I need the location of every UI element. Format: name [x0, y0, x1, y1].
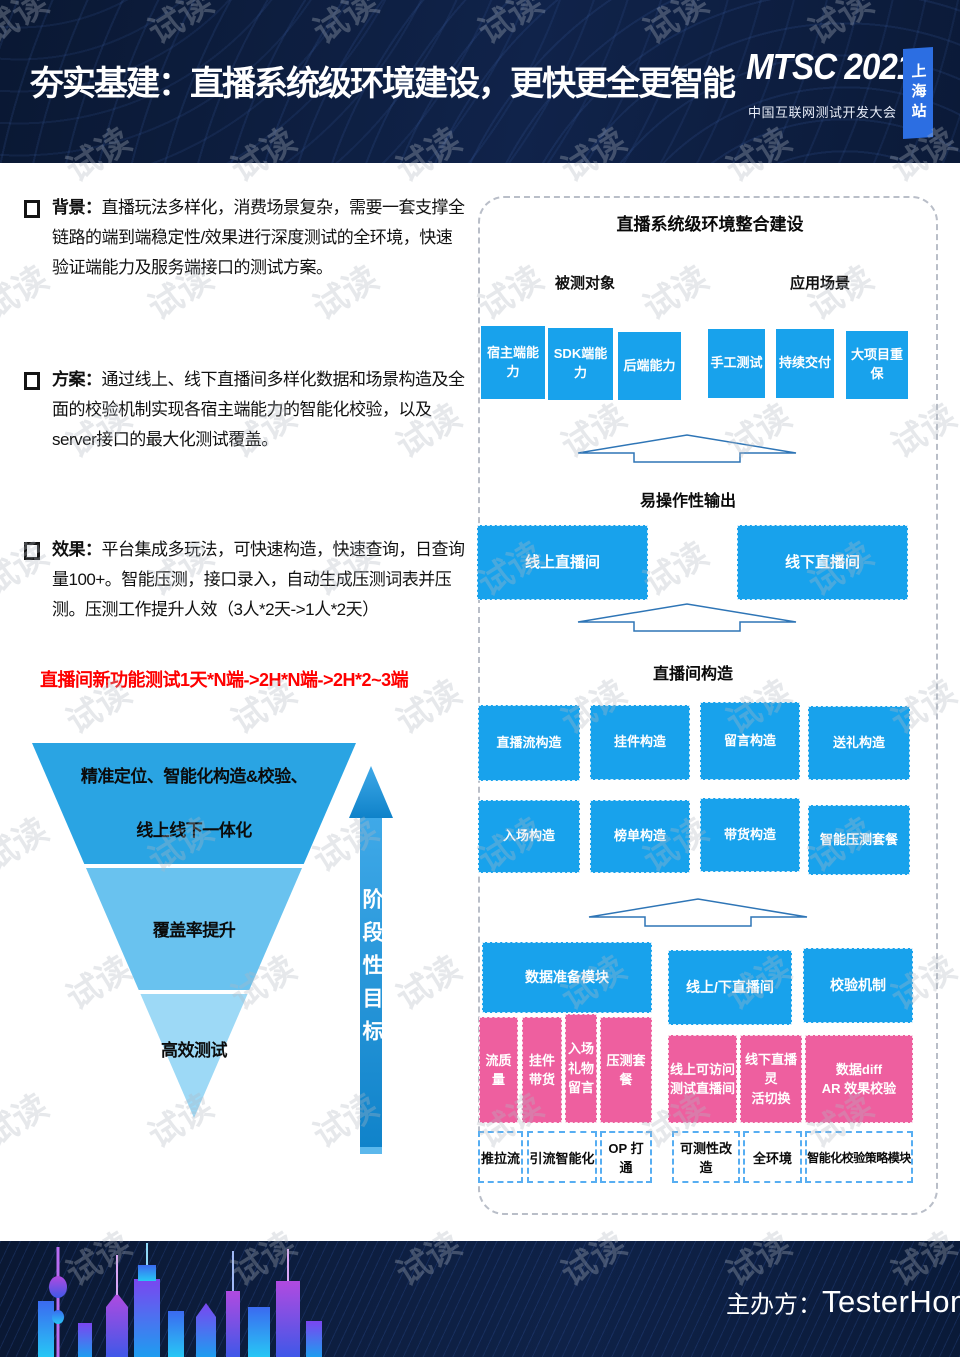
box-gift-construct: 送礼构造	[808, 706, 910, 780]
box-sdk-capability: SDK端能力	[548, 328, 613, 400]
bullet-background-text: 背景：直播玩法多样化，消费场景复杂，需要一套支撑全链路的端到端稳定性/效果进行深…	[52, 198, 465, 277]
box-stream-construct: 直播流构造	[478, 705, 580, 781]
white-traffic-intelligence: 引流智能化	[527, 1131, 597, 1183]
mtsc-logo: MTSC 2021	[746, 46, 915, 87]
box-online-room: 线上直播间	[477, 525, 648, 600]
page-title: 夯实基建：直播系统级环境建设，更快更全更智能	[30, 65, 736, 103]
bullet-effect: 效果：平台集成多玩法，可快速构造，快速查询，日查询量100+。智能压测，接口录入…	[24, 535, 468, 625]
funnel-level-2-label: 覆盖率提升	[152, 921, 236, 940]
square-bullet-icon	[24, 542, 40, 560]
box-message-construct: 留言构造	[700, 702, 800, 780]
mtsc-logo-subtitle: 中国互联网测试开发大会	[748, 105, 897, 120]
flow-up-arrow-icon	[588, 898, 808, 927]
square-bullet-icon	[24, 200, 40, 218]
pink-offline-flexible-switch: 线下直播灵 活切换	[740, 1035, 802, 1123]
shanghai-badge-label: 上海站	[909, 62, 927, 124]
header-verification: 校验机制	[803, 948, 913, 1023]
group-label-tested: 被测对象	[554, 275, 615, 292]
white-testability: 可测性改造	[672, 1131, 740, 1183]
highlight-note: 直播间新功能测试1天*N端->2H*N端->2H*2~3端	[40, 670, 409, 690]
box-continuous-delivery: 持续交付	[776, 329, 834, 398]
box-offline-room: 线下直播间	[737, 525, 908, 600]
box-ecommerce-construct: 带货构造	[700, 798, 800, 872]
bullet-background: 背景：直播玩法多样化，消费场景复杂，需要一套支撑全链路的端到端稳定性/效果进行深…	[24, 193, 468, 283]
flow-up-arrow-icon	[577, 603, 797, 632]
box-ranking-construct: 榜单构造	[590, 800, 690, 873]
panel-title: 直播系统级环境整合建设	[616, 215, 804, 234]
box-backend-capability: 后端能力	[618, 332, 681, 400]
pink-stream-quality: 流质 量	[479, 1017, 518, 1123]
box-entry-construct: 入场构造	[478, 800, 580, 873]
header-data-prep: 数据准备模块	[482, 942, 652, 1013]
output-label: 易操作性输出	[639, 493, 736, 510]
host-credit: 主办方：TesterHome	[726, 1284, 960, 1320]
shanghai-badge: 上海站	[903, 46, 933, 140]
pink-widget-ecommerce: 挂件 带货	[522, 1017, 562, 1123]
city-skyline-icon	[38, 1243, 322, 1357]
header-rooms: 线上/下直播间	[668, 950, 792, 1025]
bullet-plan: 方案：通过线上、线下直播间多样化数据和场景构造及全面的校验机制实现各宿主端能力的…	[24, 365, 468, 455]
box-widget-construct: 挂件构造	[590, 705, 690, 780]
white-smart-verification-module: 智能化校验策略模块	[805, 1131, 913, 1183]
header-band: 夯实基建：直播系统级环境建设，更快更全更智能 MTSC 2021 中国互联网测试…	[0, 0, 960, 163]
funnel-level-3-label: 高效测试	[161, 1041, 228, 1060]
pink-stress-package: 压测套 餐	[600, 1017, 652, 1123]
host-name: TesterHome	[822, 1284, 960, 1319]
bullet-effect-text: 效果：平台集成多玩法，可快速构造，快速查询，日查询量100+。智能压测，接口录入…	[52, 540, 465, 619]
construct-title: 直播间构造	[652, 666, 733, 683]
box-major-project: 大项目重保	[846, 331, 908, 399]
funnel-level-1	[32, 743, 356, 864]
square-bullet-icon	[24, 372, 40, 390]
box-manual-test: 手工测试	[708, 329, 765, 398]
host-label: 主办方：	[726, 1291, 822, 1319]
pink-entry-gift-message: 入场 礼物 留言	[565, 1014, 597, 1123]
flow-up-arrow-icon	[577, 434, 797, 463]
up-arrow-icon	[349, 766, 393, 1154]
bullet-plan-text: 方案：通过线上、线下直播间多样化数据和场景构造及全面的校验机制实现各宿主端能力的…	[52, 370, 465, 449]
funnel-level-1-label-line1: 精准定位、智能化构造&校验、	[80, 767, 308, 786]
box-smart-stress-package: 智能压测套餐	[808, 805, 910, 875]
pink-data-diff-ar: 数据diff AR 效果校验	[805, 1035, 913, 1123]
white-op-connect: OP 打通	[600, 1131, 652, 1183]
box-host-capability: 宿主端能力	[481, 326, 545, 399]
white-push-pull-stream: 推拉流	[478, 1131, 523, 1183]
pink-online-accessible-room: 线上可访问 测试直播间	[668, 1035, 737, 1123]
stage-goal-arrow-label: 阶段性目标	[360, 888, 383, 1053]
white-full-env: 全环境	[743, 1131, 802, 1183]
group-label-scenario: 应用场景	[789, 275, 850, 292]
funnel-level-1-label-line2: 线上线下一体化	[136, 821, 252, 840]
footer-band: 主办方：TesterHome	[0, 1241, 960, 1357]
